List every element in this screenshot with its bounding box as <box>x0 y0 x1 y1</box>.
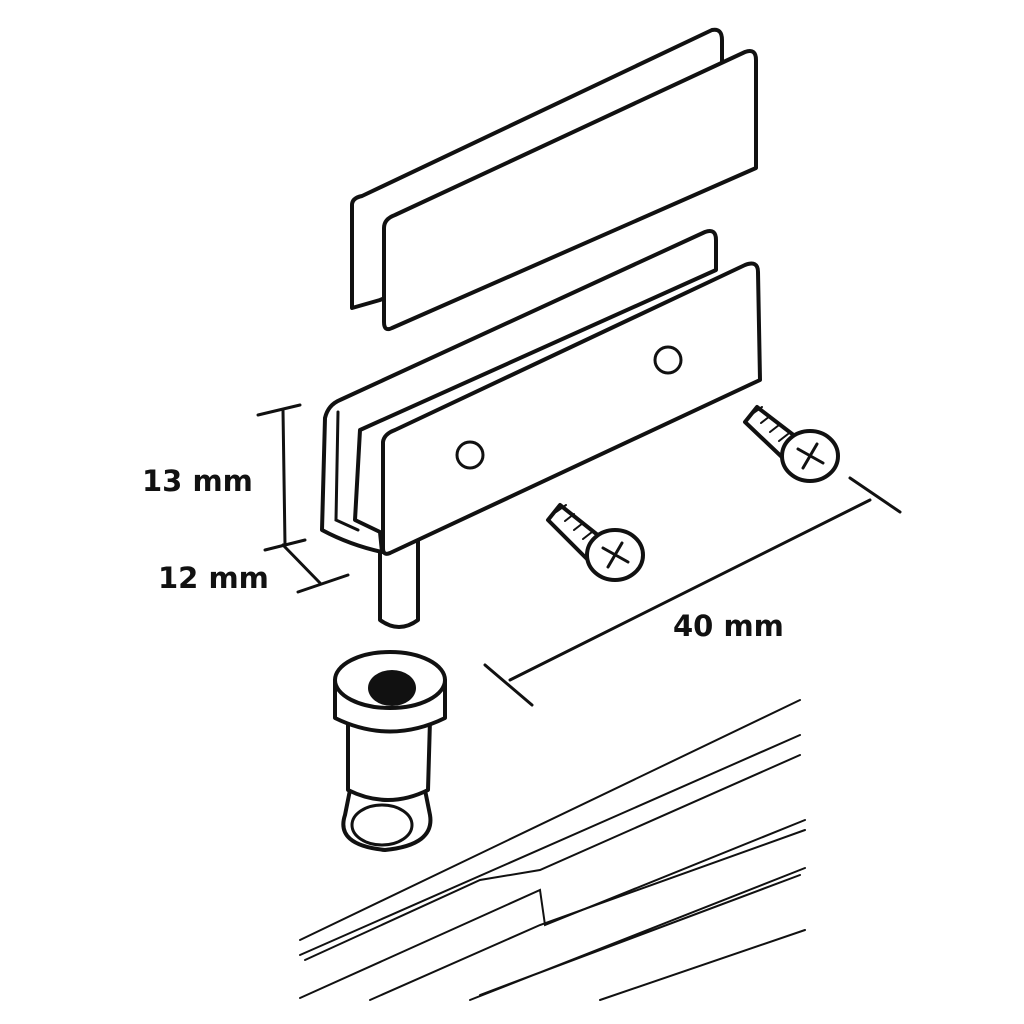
dimension-depth: 12 mm <box>158 543 350 595</box>
dimension-length: 40 mm <box>483 476 902 707</box>
screw-front <box>546 503 645 582</box>
screw-hole-right <box>653 345 683 375</box>
glass-panel-lines <box>299 699 806 1001</box>
bushing-hole <box>368 670 416 706</box>
clamp-body <box>320 229 762 556</box>
screw-back <box>743 405 840 483</box>
dimension-height: 13 mm <box>142 403 307 552</box>
label-height: 13 mm <box>142 464 253 498</box>
screw-hole-left <box>455 440 485 470</box>
pivot-bushing <box>333 650 447 852</box>
label-length: 40 mm <box>673 609 784 643</box>
label-depth: 12 mm <box>158 561 269 595</box>
gasket-strip-front <box>382 49 758 332</box>
